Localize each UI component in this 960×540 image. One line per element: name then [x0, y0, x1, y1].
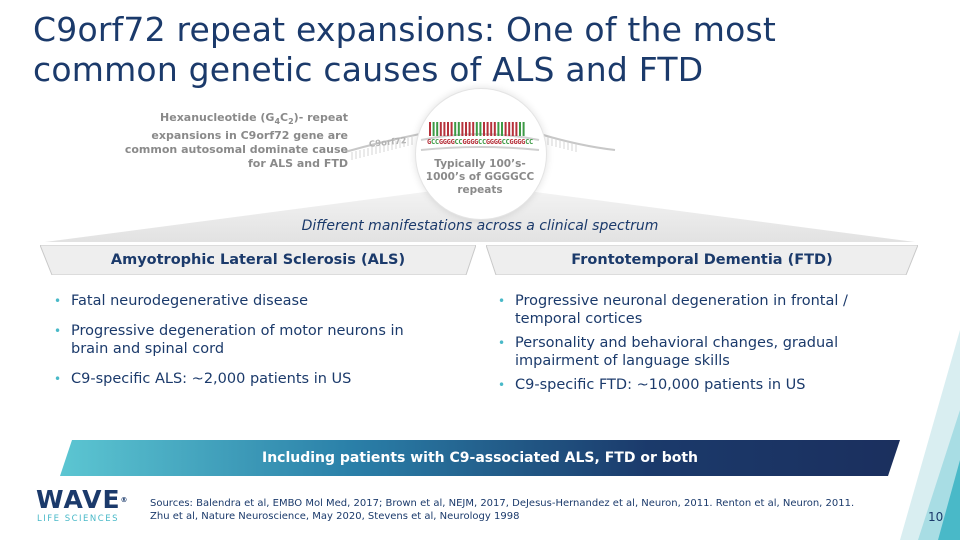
repeat-bar	[450, 122, 453, 136]
repeat-sequence: GCCGGGGCCGGGGCCGGGGCCGGGGCC	[421, 138, 539, 146]
repeat-bar	[501, 122, 503, 136]
title-line-1: C9orf72 repeat expansions: One of the mo…	[33, 10, 777, 49]
slide-title: C9orf72 repeat expansions: One of the mo…	[33, 10, 913, 90]
bullet-icon: •	[54, 324, 62, 338]
repeat-bar	[490, 122, 493, 136]
sequence-base: G	[446, 138, 451, 146]
ftd-bullet-list: •Progressive neuronal degeneration in fr…	[496, 292, 886, 394]
ftd-header-label: Frontotemporal Dementia (FTD)	[571, 252, 833, 268]
als-header-label: Amyotrophic Lateral Sclerosis (ALS)	[110, 252, 406, 268]
logo-wordmark: WAVE	[36, 485, 121, 514]
list-item: •C9-specific ALS: ~2,000 patients in US	[54, 371, 352, 387]
bullet-icon: •	[498, 378, 506, 392]
sequence-base: G	[474, 138, 479, 146]
sequence-base: G	[485, 138, 490, 146]
als-bullet-list: •Fatal neurodegenerative disease •Progre…	[52, 292, 442, 388]
sequence-base: C	[478, 138, 482, 146]
spectrum-subtitle: Different manifestations across a clinic…	[301, 218, 659, 234]
sequence-base: G	[493, 138, 498, 146]
repeat-bar	[472, 122, 475, 136]
title-line-2: common genetic causes of ALS and FTD	[33, 50, 704, 89]
patients-banner: Including patients with C9-associated AL…	[0, 440, 960, 476]
sequence-base: C	[501, 138, 506, 146]
repeat-bar	[511, 122, 514, 136]
corner-decoration	[900, 330, 960, 540]
logo-subtitle: LIFE SCIENCES	[37, 514, 119, 524]
sequence-base: G	[497, 138, 502, 146]
sequence-base: G	[521, 138, 526, 146]
list-item: •C9-specific FTD: ~10,000 patients in US	[498, 377, 806, 393]
repeat-bar	[436, 122, 439, 136]
repeat-bar	[497, 122, 500, 136]
sequence-base: G	[470, 138, 475, 146]
sequence-base: C	[481, 138, 486, 146]
sequence-base: G	[462, 138, 467, 146]
ftd-header: Frontotemporal Dementia (FTD)	[486, 245, 918, 275]
repeat-bar	[519, 122, 521, 136]
repeat-bar	[504, 122, 507, 136]
repeat-bar	[493, 122, 496, 136]
als-header: Amyotrophic Lateral Sclerosis (ALS)	[40, 245, 476, 275]
sequence-base: G	[450, 138, 455, 146]
repeat-bar	[522, 122, 525, 136]
list-item: •Personality and behavioral changes, gra…	[498, 335, 839, 369]
list-item: •Fatal neurodegenerative disease	[54, 293, 309, 309]
sequence-base: G	[489, 138, 494, 146]
repeat-bars-graphic	[420, 122, 540, 151]
repeat-bar	[515, 122, 518, 136]
repeat-bar	[479, 122, 482, 136]
bullet-icon: •	[54, 372, 62, 386]
repeat-bar	[468, 122, 471, 136]
banner-text: Including patients with C9-associated AL…	[261, 450, 699, 466]
sequence-base: C	[529, 138, 533, 146]
sequence-base: G	[466, 138, 471, 146]
repeat-bar	[439, 122, 442, 136]
bullet-icon: •	[54, 294, 62, 308]
bullet-icon: •	[498, 336, 506, 350]
sequence-base: G	[438, 138, 443, 146]
wave-logo: WAVE® LIFE SCIENCES	[36, 485, 129, 526]
sequence-base: C	[430, 138, 435, 146]
logo-trademark: ®	[120, 496, 129, 504]
repeat-bar	[454, 122, 457, 136]
sequence-base: G	[427, 138, 431, 146]
sequence-base: G	[513, 138, 518, 146]
repeat-bar	[461, 122, 464, 136]
repeat-bar	[483, 122, 485, 136]
repeat-bar	[465, 122, 467, 136]
repeat-bar	[432, 122, 435, 136]
repeat-bar	[429, 122, 431, 136]
repeat-bar	[508, 122, 511, 136]
list-item: •Progressive neuronal degeneration in fr…	[498, 293, 848, 327]
page-number: 10	[928, 510, 944, 524]
repeat-bar	[443, 122, 446, 136]
sequence-base: G	[517, 138, 522, 146]
sources-text: Sources: Balendra et al, EMBO Mol Med, 2…	[150, 498, 855, 522]
repeat-note: Typically 100’s-1000’s of GGGGCC repeats	[425, 158, 535, 196]
sequence-base: C	[434, 138, 439, 146]
sequence-base: G	[509, 138, 514, 146]
bullet-icon: •	[498, 294, 506, 308]
sequence-base: C	[454, 138, 459, 146]
repeat-bar	[447, 122, 449, 136]
sequence-base: G	[442, 138, 447, 146]
sequence-base: C	[458, 138, 463, 146]
sequence-base: C	[525, 138, 530, 146]
repeat-bar	[457, 122, 460, 136]
repeat-bar	[475, 122, 478, 136]
sequence-base: C	[505, 138, 510, 146]
repeat-bar	[486, 122, 489, 136]
repeat-magnifier-circle	[415, 88, 547, 220]
hexanucleotide-description: Hexanucleotide (G4C2)- repeat expansions…	[124, 111, 348, 171]
list-item: •Progressive degeneration of motor neuro…	[54, 323, 404, 357]
